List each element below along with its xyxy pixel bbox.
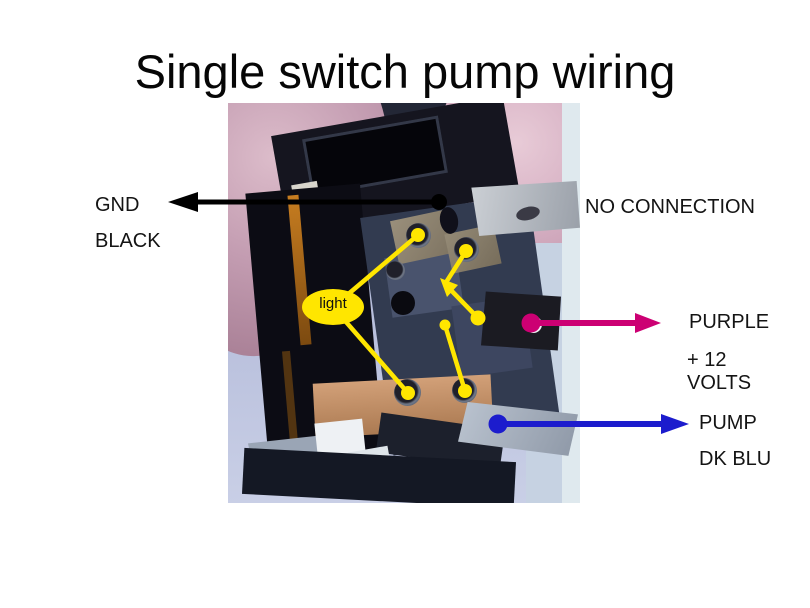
bracket-hole [514,204,542,223]
pump-label: PUMP [699,412,757,434]
center-hole [391,291,415,315]
purple-label: PURPLE [689,311,770,333]
no-connection-bracket [471,181,580,236]
slide-title: Single switch pump wiring [134,45,676,98]
purple-spade-terminal [481,291,561,351]
terminal-screw-center [386,261,405,280]
dk-blu-label: DK BLU [699,448,772,470]
black-label: BLACK [95,230,161,252]
terminal-screw-bottom-right [452,378,477,403]
spade-hole [525,316,542,333]
terminal-screw-bottom-left [394,379,421,406]
plus-12-label: + 12 [687,349,727,371]
no-connection-label: NO CONNECTION [585,196,755,218]
terminal-screw-top-right [454,237,479,262]
terminal-screw-top-left [406,223,431,248]
volts-label: VOLTS [687,372,752,394]
light-label: light [319,295,347,312]
switch-photo [228,103,580,503]
gnd-label: GND [95,194,140,216]
